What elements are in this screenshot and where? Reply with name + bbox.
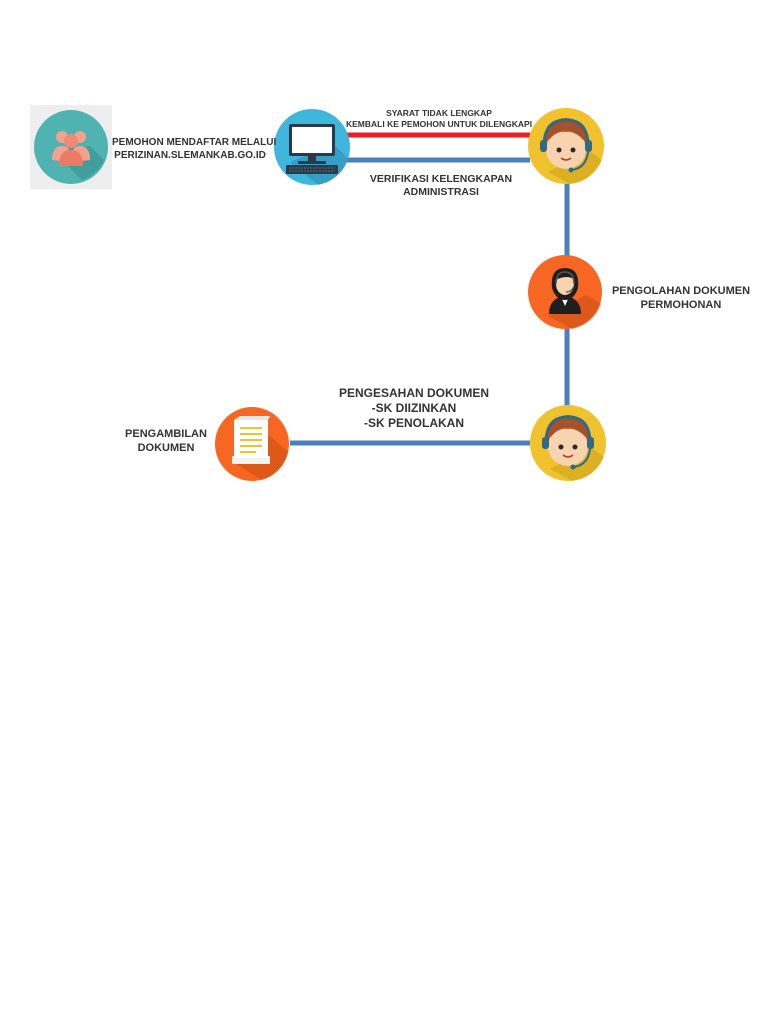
reject-label-line-2: KEMBALI KE PEMOHON UNTUK DILENGKAPI bbox=[346, 118, 533, 129]
pickup-label-line-2: DOKUMEN bbox=[137, 441, 195, 454]
pickup-node bbox=[215, 407, 289, 481]
computer-icon bbox=[286, 124, 338, 174]
processing-node bbox=[528, 255, 602, 329]
female-operator-icon bbox=[549, 268, 581, 314]
headset-operator-icon bbox=[540, 118, 592, 173]
verify-label-line-1: VERIFIKASI KELENGKAPAN bbox=[369, 173, 513, 185]
approval-label-line-3: -SK PENOLAKAN bbox=[363, 416, 464, 430]
verify-label: VERIFIKASI KELENGKAPAN ADMINISTRASI bbox=[356, 173, 526, 199]
operator-top-node bbox=[528, 108, 604, 184]
approval-label-line-1: PENGESAHAN DOKUMEN bbox=[338, 386, 489, 400]
computer-node bbox=[274, 109, 350, 185]
approval-label: PENGESAHAN DOKUMEN -SK DIIZINKAN -SK PEN… bbox=[332, 386, 496, 431]
reject-label: SYARAT TIDAK LENGKAP KEMBALI KE PEMOHON … bbox=[346, 108, 532, 129]
document-stack-icon bbox=[232, 416, 270, 464]
operator-bottom-node bbox=[530, 405, 606, 481]
group-icon bbox=[52, 131, 90, 166]
processing-label: PENGOLAHAN DOKUMEN PERMOHONAN bbox=[605, 285, 757, 313]
approval-label-line-2: -SK DIIZINKAN bbox=[371, 401, 457, 415]
processing-label-line-1: PENGOLAHAN DOKUMEN bbox=[611, 285, 751, 297]
pickup-label-line-1: PENGAMBILAN bbox=[125, 428, 207, 440]
applicant-label-line-1: PEMOHON MENDAFTAR MELALUI bbox=[112, 137, 277, 148]
processing-label-line-2: PERMOHONAN bbox=[640, 298, 722, 311]
applicant-label-line-2: PERIZINAN.SLEMANKAB.GO.ID bbox=[114, 149, 266, 161]
pickup-label: PENGAMBILAN DOKUMEN bbox=[116, 428, 216, 456]
applicant-label: PEMOHON MENDAFTAR MELALUI PERIZINAN.SLEM… bbox=[112, 137, 277, 162]
applicant-node bbox=[30, 105, 112, 189]
headset-operator-icon bbox=[542, 415, 594, 470]
reject-label-line-1: SYARAT TIDAK LENGKAP bbox=[386, 108, 492, 118]
verify-label-line-2: ADMINISTRASI bbox=[403, 186, 479, 199]
